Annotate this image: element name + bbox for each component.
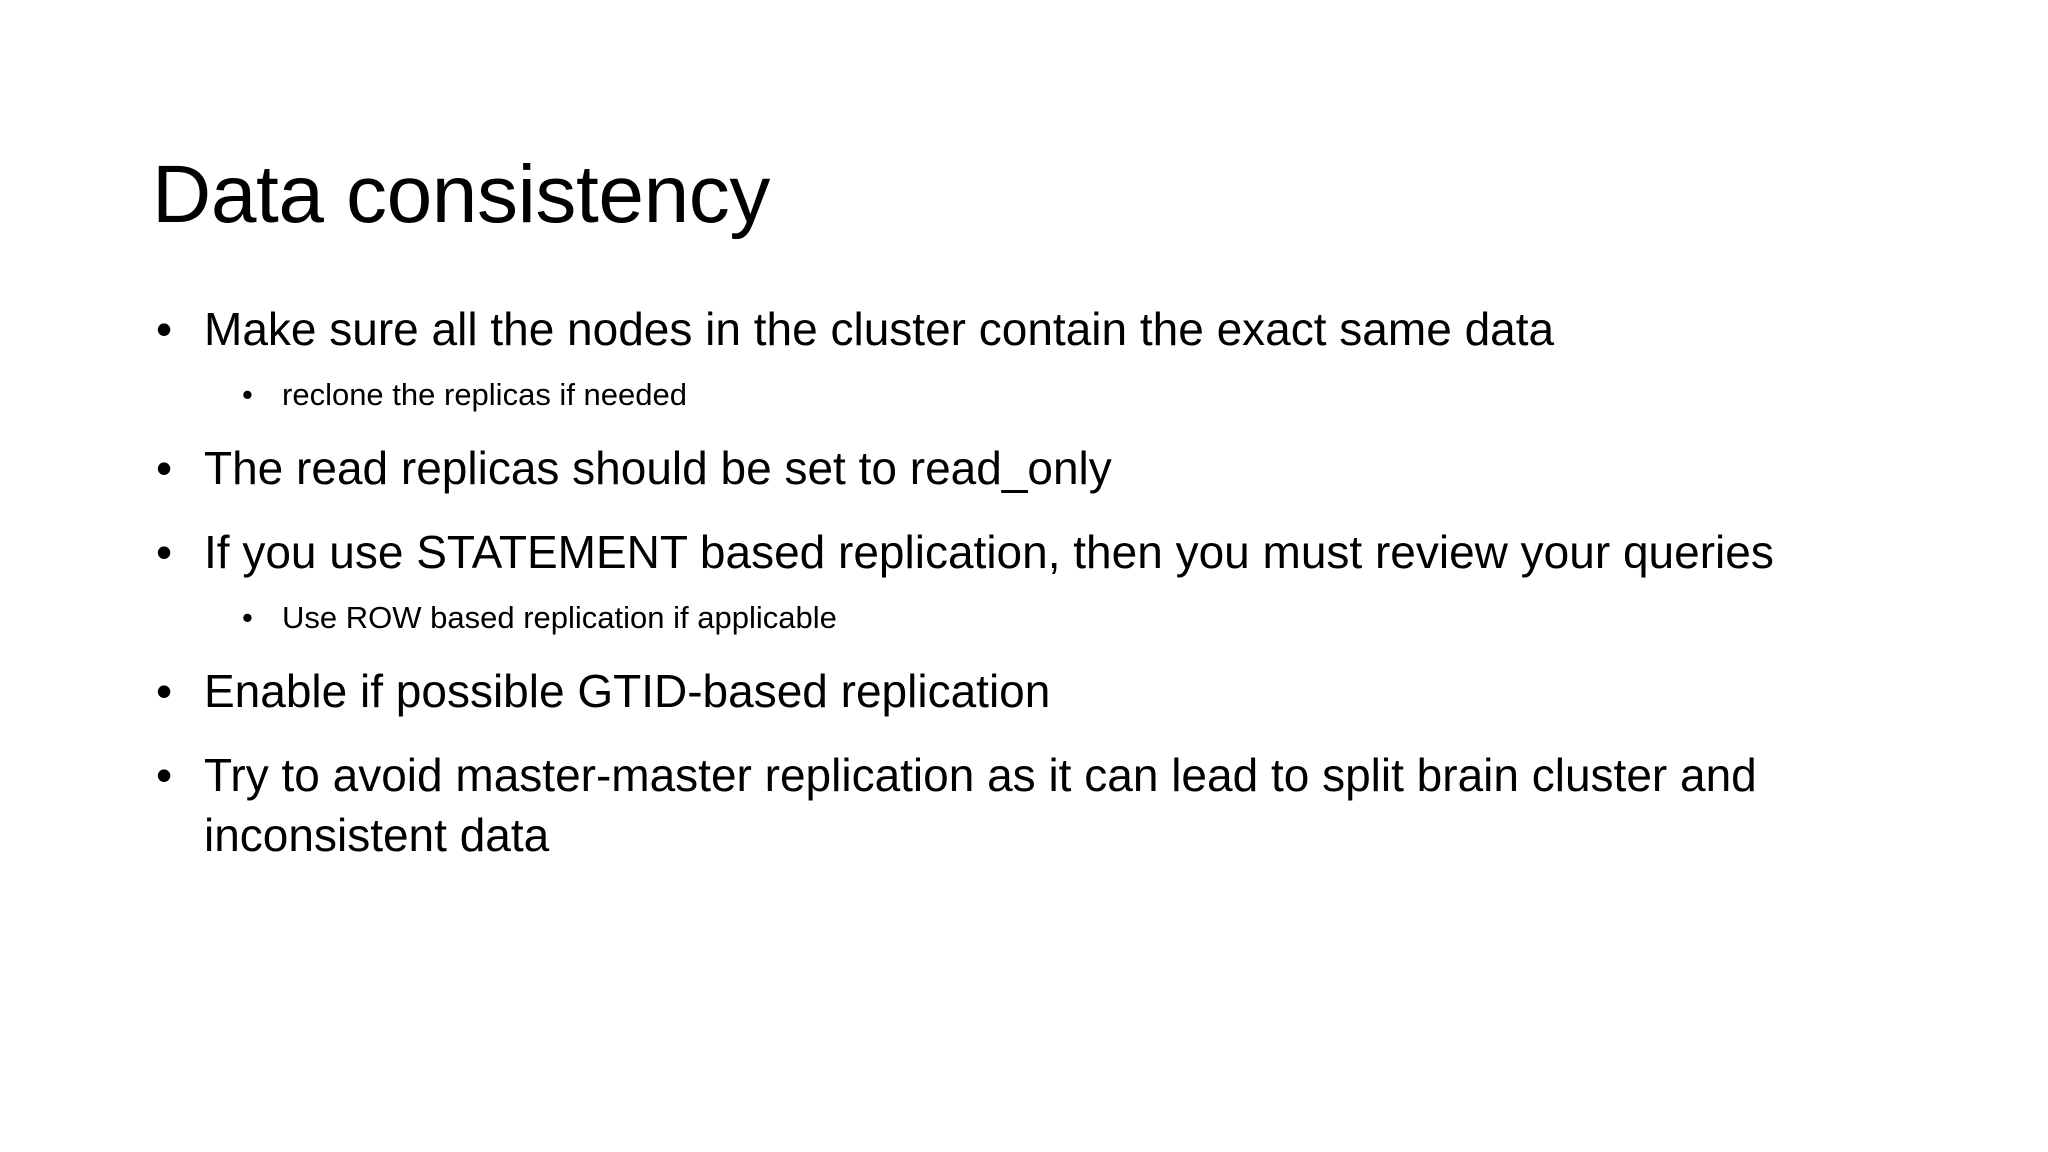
- list-spacer: [152, 736, 1892, 746]
- bullet-dot-icon: •: [156, 665, 173, 718]
- bullet-dot-icon: •: [156, 442, 173, 495]
- list-item: • If you use STATEMENT based replication…: [152, 523, 1892, 583]
- list-item-label: The read replicas should be set to read_…: [204, 442, 1112, 495]
- list-spacer: [152, 513, 1892, 523]
- list-item: • reclone the replicas if needed: [152, 374, 1980, 416]
- bullet-dot-icon: •: [242, 599, 253, 635]
- slide-bullet-list: • Make sure all the nodes in the cluster…: [152, 300, 1892, 880]
- list-spacer: [152, 429, 1892, 439]
- slide-title: Data consistency: [152, 148, 771, 240]
- list-item: • Make sure all the nodes in the cluster…: [152, 300, 1892, 360]
- list-item-label: Use ROW based replication if applicable: [282, 599, 837, 635]
- bullet-dot-icon: •: [156, 526, 173, 579]
- list-item-label: Enable if possible GTID-based replicatio…: [204, 665, 1051, 718]
- list-spacer: [152, 652, 1892, 662]
- list-item-label: Try to avoid master-master replication a…: [204, 749, 1757, 862]
- bullet-dot-icon: •: [156, 303, 173, 355]
- list-item: • Enable if possible GTID-based replicat…: [152, 662, 1892, 722]
- list-item-label: Make sure all the nodes in the cluster c…: [204, 303, 1555, 355]
- list-item-label: If you use STATEMENT based replication, …: [204, 526, 1774, 579]
- list-item: • Try to avoid master-master replication…: [152, 746, 1892, 866]
- list-item-label: reclone the replicas if needed: [282, 376, 687, 412]
- bullet-dot-icon: •: [156, 749, 173, 802]
- list-item: • The read replicas should be set to rea…: [152, 439, 1892, 499]
- list-item: • Use ROW based replication if applicabl…: [152, 597, 1980, 639]
- bullet-dot-icon: •: [242, 376, 253, 412]
